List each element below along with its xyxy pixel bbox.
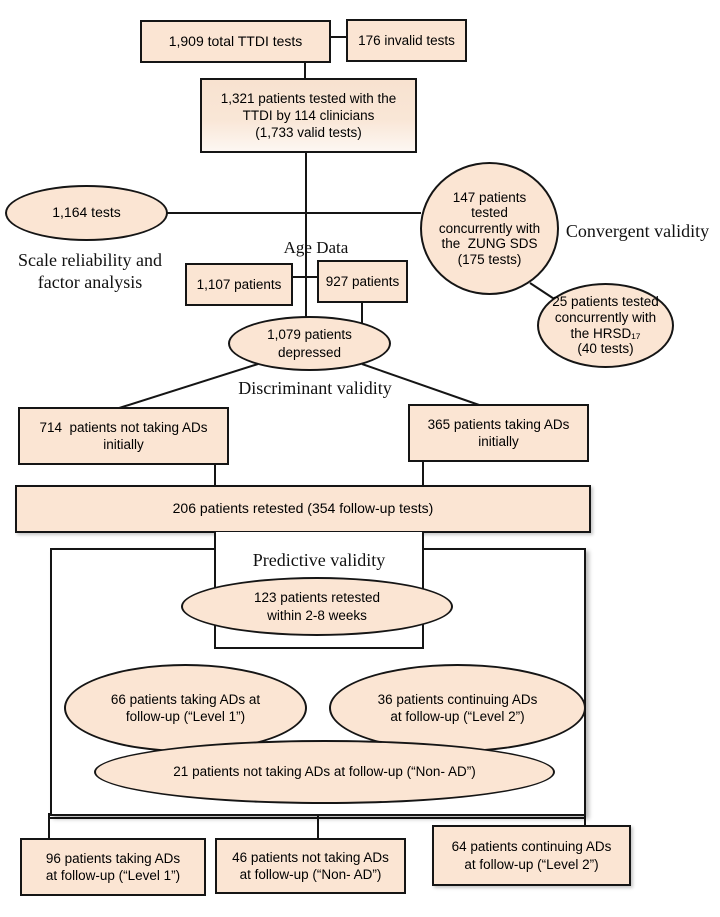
node-365-taking-ads: 365 patients taking ADs initially xyxy=(408,404,589,462)
node-total-ttdi-tests: 1,909 total TTDI tests xyxy=(140,20,331,63)
node-147-zung-sds: 147 patients tested concurrently with th… xyxy=(420,162,559,295)
node-46-not-taking-ads: 46 patients not taking ADs at follow-up … xyxy=(215,838,406,894)
line-depressed-to-noads xyxy=(115,363,259,410)
line-depressed-to-ads xyxy=(361,363,483,407)
node-36-continuing-ads-level2: 36 patients continuing ADs at follow-up … xyxy=(329,664,586,752)
node-age-927-patients: 927 patients xyxy=(317,260,408,303)
node-1164-tests: 1,164 tests xyxy=(5,185,168,241)
node-25-hrsd17: 25 patients tested concurrently with the… xyxy=(537,283,674,368)
node-patients-tested: 1,321 patients tested with the TTDI by 1… xyxy=(200,78,417,153)
node-invalid-tests: 176 invalid tests xyxy=(346,19,467,62)
node-64-continuing-ads: 64 patients continuing ADs at follow-up … xyxy=(432,825,631,886)
node-1079-depressed: 1,079 patients depressed xyxy=(228,316,391,371)
node-714-not-taking-ads: 714 patients not taking ADs initially xyxy=(18,407,229,465)
node-age-1107-patients: 1,107 patients xyxy=(185,263,293,306)
node-66-taking-ads-level1: 66 patients taking ADs at follow-up (“Le… xyxy=(64,664,307,752)
node-96-taking-ads: 96 patients taking ADs at follow-up (“Le… xyxy=(20,838,206,896)
node-206-retested: 206 patients retested (354 follow-up tes… xyxy=(15,485,591,533)
node-21-not-taking-ads-nonad: 21 patients not taking ADs at follow-up … xyxy=(94,740,555,804)
node-123-retested-2-8-weeks: 123 patients retested within 2-8 weeks xyxy=(181,577,453,636)
